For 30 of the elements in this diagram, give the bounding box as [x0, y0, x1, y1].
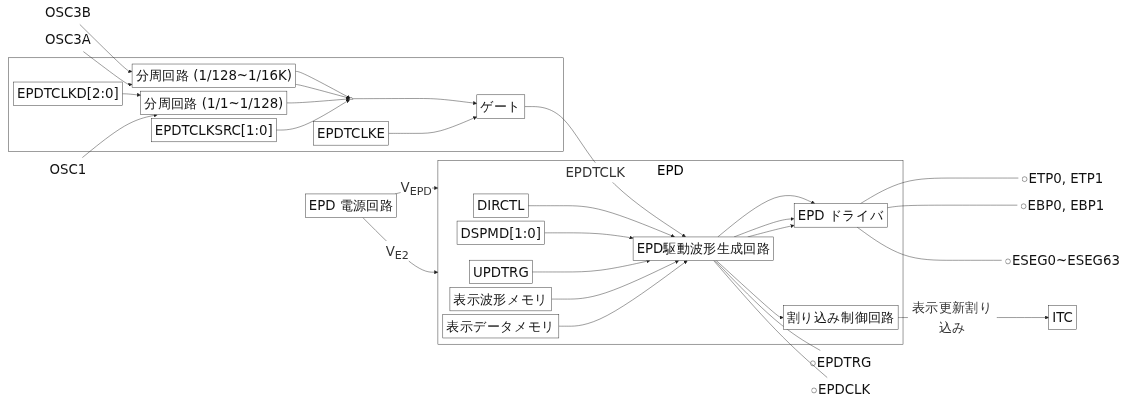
node-label: EPDTRG: [816, 354, 872, 370]
node-label: ETP0, ETP1: [1028, 170, 1104, 186]
node-box: DIRCTL: [473, 193, 529, 218]
edge-label: V$_{E2}$: [385, 243, 409, 262]
node-box: 表示波形メモリ: [449, 287, 552, 312]
node-box: DSPMD[1:0]: [456, 220, 545, 245]
node-box: 分周回路 (1/128~1/16K): [131, 63, 296, 88]
edge-label: 表示更新割り込み: [912, 299, 993, 336]
node-box: 分周回路 (1/1~1/128): [140, 90, 288, 115]
node-text: OSC3A: [44, 32, 91, 48]
node-box: EPD駆動波形生成回路: [632, 236, 774, 261]
node-box: ゲート: [476, 94, 526, 119]
node-label: ESEG0~ESEG63: [1011, 252, 1120, 269]
node-box: UPDTRG: [469, 259, 533, 284]
node-label: EBP0, EBP1: [1027, 197, 1105, 213]
node-box: 割り込み制御回路: [783, 305, 899, 330]
node-trapezoid: [349, 97, 353, 100]
node-box: EPDTCLKD[2:0]: [13, 81, 123, 106]
cluster: [8, 57, 564, 152]
node-box: EPDTCLKE: [313, 121, 389, 146]
edge-label: EPDTCLK: [565, 164, 626, 181]
node-box: EPD 電源回路: [305, 193, 397, 218]
node-text: OSC1: [49, 161, 87, 178]
node-box: EPD ドライバ: [793, 203, 888, 228]
node-box: ITC: [1048, 305, 1077, 330]
node-box: 表示データメモリ: [442, 314, 560, 339]
node-text: OSC3B: [44, 4, 91, 21]
node-label: EPDCLK: [818, 381, 871, 398]
node-box: EPDTCLKSRC[1:0]: [151, 118, 277, 143]
edge-label: V$_{EPD}$: [400, 179, 432, 198]
